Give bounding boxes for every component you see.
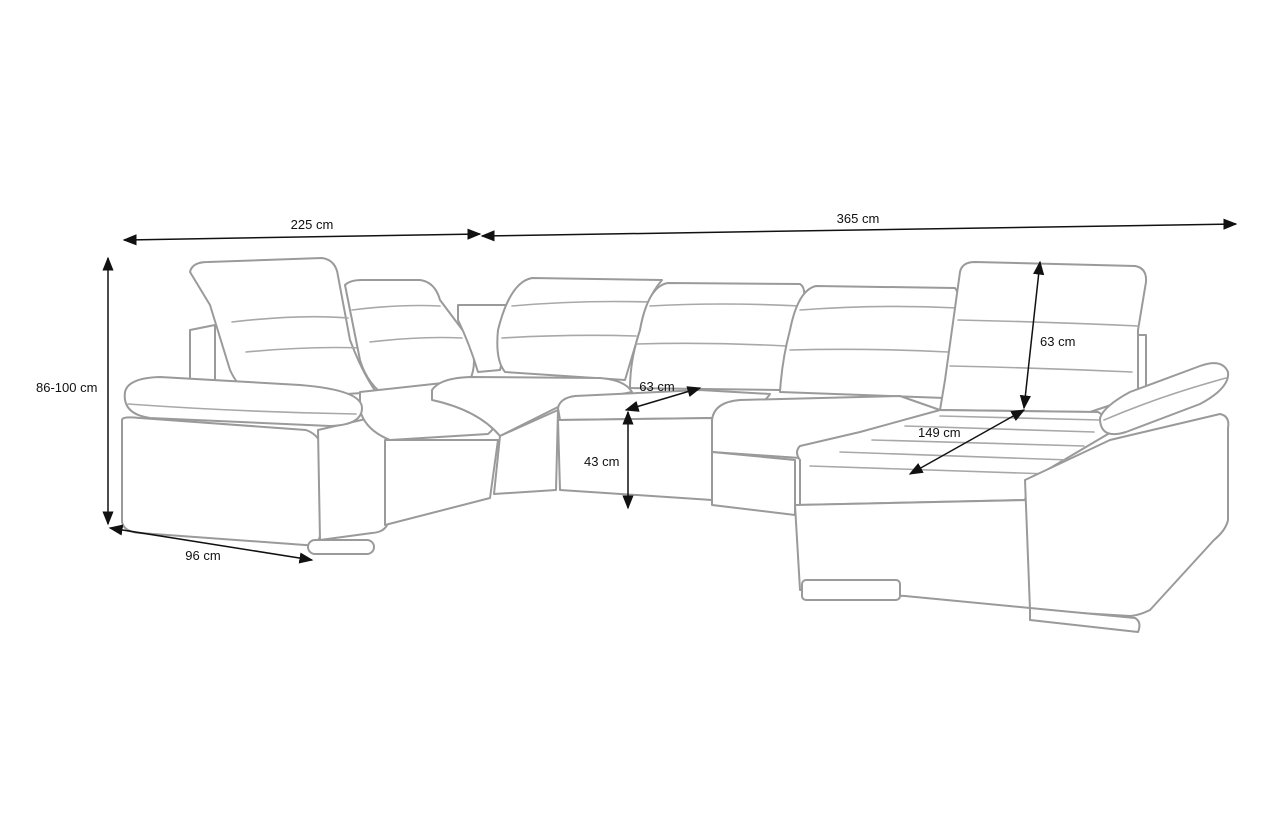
corner-base (493, 409, 559, 495)
dim-line-seat-depth (624, 386, 702, 412)
dim-line-width-right (480, 218, 1238, 242)
left-back-panel (189, 324, 216, 386)
dim-line-depth-left (108, 524, 314, 564)
corner-seat (431, 376, 633, 437)
label-seat-depth: 63 cm (639, 379, 674, 394)
right-foot (1029, 607, 1141, 633)
dim-line-width-left (122, 228, 482, 246)
dimension-lines (102, 218, 1238, 564)
label-chaise-depth: 149 cm (918, 425, 961, 440)
dimension-labels: 225 cm 365 cm 86-100 cm 96 cm 63 cm 43 c… (36, 211, 1075, 563)
chaise-foot-left (801, 579, 901, 601)
left-module-base (121, 416, 323, 547)
left-corner-seat-base (384, 439, 499, 526)
sofa-drawing (121, 257, 1230, 633)
label-backrest-height: 63 cm (1040, 334, 1075, 349)
dim-line-backrest-height (1019, 260, 1045, 410)
label-width-right: 365 cm (837, 211, 880, 226)
middle-seat-base-2 (711, 451, 796, 516)
label-seat-height: 43 cm (584, 454, 619, 469)
label-depth-left: 96 cm (185, 548, 220, 563)
label-height: 86-100 cm (36, 380, 97, 395)
middle-backrest-1 (629, 282, 806, 391)
right-armrest (1099, 362, 1230, 436)
right-back-panel (1137, 334, 1147, 393)
right-arm-block (1024, 413, 1230, 617)
left-seat-base (317, 417, 389, 541)
middle-backrest-2 (779, 285, 960, 399)
middle-seat-base-1 (557, 417, 713, 501)
left-headrest (189, 257, 377, 401)
left-armrest (123, 376, 363, 427)
dim-line-chaise-depth (908, 409, 1026, 475)
label-width-left: 225 cm (291, 217, 334, 232)
left-foot (307, 539, 375, 555)
